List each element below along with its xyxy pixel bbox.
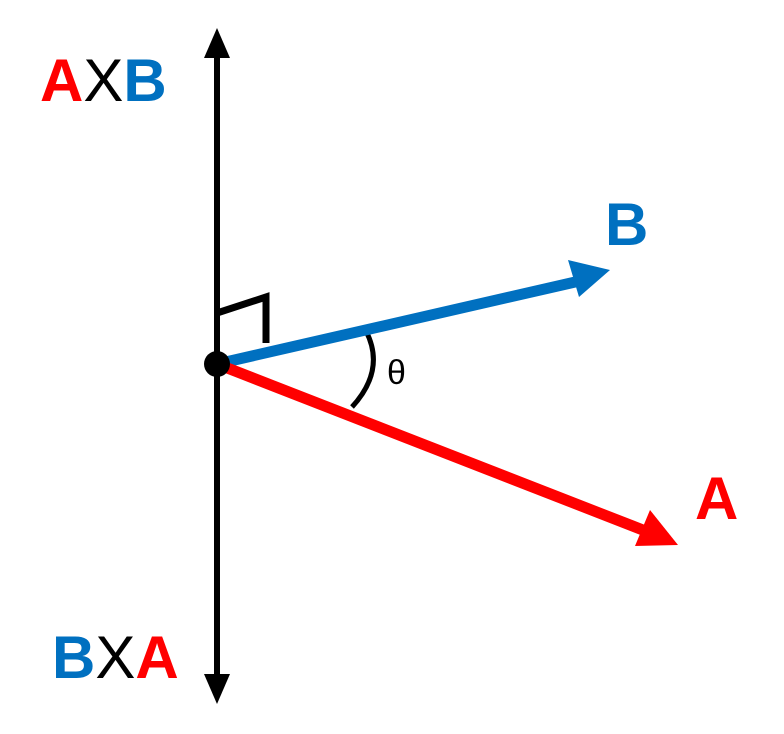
vector-a-arrowhead — [635, 510, 678, 546]
bottom-product-left: B — [52, 624, 95, 691]
bottom-product-right: A — [135, 624, 178, 691]
vector-a-label: A — [695, 465, 738, 532]
axis-arrowhead-down — [204, 674, 230, 704]
right-angle-marker — [215, 292, 270, 343]
bottom-product-operator: X — [95, 624, 135, 691]
angle-arc — [350, 329, 376, 409]
top-product-operator: X — [83, 47, 123, 114]
vector-b-arrowhead — [568, 260, 610, 297]
vector-b-arrow — [215, 274, 586, 370]
top-product-left: A — [40, 47, 83, 114]
vector-b-label: B — [605, 191, 648, 258]
top-product-label: AXB — [40, 47, 167, 114]
axis-arrowhead-up — [204, 28, 230, 58]
vector-a-arrow — [215, 358, 650, 538]
angle-label: θ — [387, 354, 406, 392]
origin-point — [204, 351, 230, 377]
bottom-product-label: BXA — [52, 624, 179, 691]
top-product-right: B — [123, 47, 166, 114]
